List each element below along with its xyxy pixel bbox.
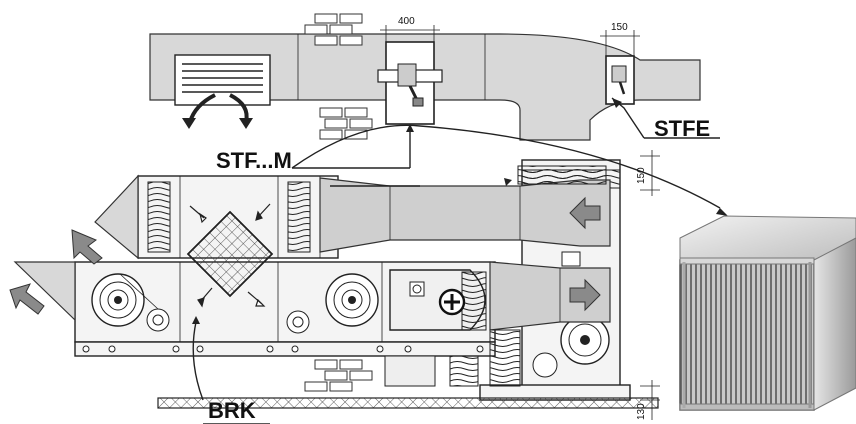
air-arrow-left	[569, 196, 601, 230]
side-dimensions: 150 130	[636, 150, 660, 420]
inlet-ducts	[13, 174, 139, 322]
heater-section	[389, 269, 487, 331]
supply-duct-upper	[319, 165, 611, 253]
heat-exchanger-block	[679, 215, 856, 411]
fire-damper-150: 150	[600, 22, 640, 105]
cross-flow-exchanger	[186, 210, 274, 298]
dimension-400: 400	[398, 16, 415, 27]
middle-fan	[286, 273, 379, 334]
left-fan	[91, 273, 170, 332]
lower-vertical-duct	[384, 329, 521, 387]
label-stfe: STFE	[654, 116, 710, 141]
dimension-150-side: 150	[636, 167, 647, 184]
label-stfm: STF...M	[216, 148, 292, 173]
exhaust-arrows	[9, 229, 103, 315]
grille-airflow-arrows	[182, 93, 253, 129]
plus-icon	[438, 288, 466, 316]
masonry-wall	[304, 13, 373, 392]
leader-lines	[192, 97, 728, 424]
upper-duct: 400 150	[149, 16, 701, 141]
dimension-130: 130	[636, 403, 647, 420]
internal-flow-arrows	[189, 203, 271, 308]
label-brk: BRK	[208, 398, 256, 423]
supply-duct-lower	[489, 251, 611, 331]
air-arrow-right	[569, 278, 601, 312]
fire-damper-400: 400	[377, 16, 443, 125]
ceiling-grille	[174, 54, 271, 106]
dimension-150-top: 150	[611, 22, 628, 33]
